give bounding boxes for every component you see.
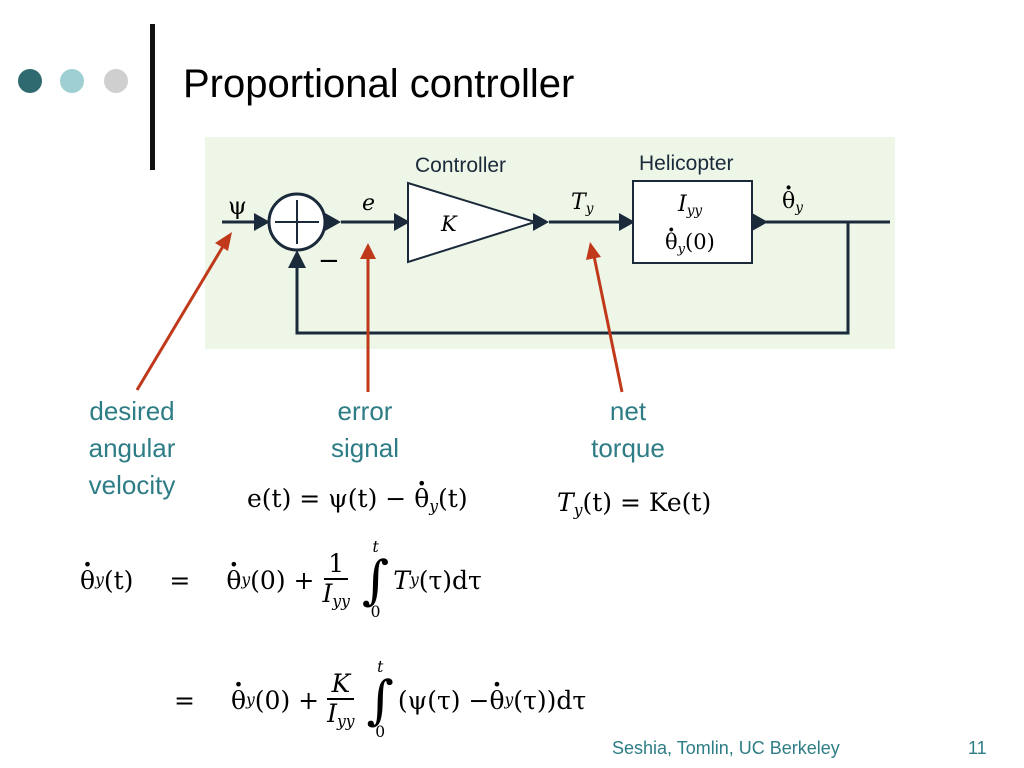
error-label-e: e [362, 191, 376, 216]
controller-block [407, 181, 539, 264]
plant-out-arrowhead [752, 213, 768, 231]
torque-arrowhead [586, 242, 601, 260]
sum-out-arrowhead [325, 213, 341, 231]
plant-initial-condition: θy(0) [665, 230, 715, 257]
controller-gain-k: K [441, 212, 457, 236]
controller-in-arrowhead [394, 213, 410, 231]
decor-dot-light [60, 69, 84, 93]
feedback-path [295, 222, 850, 335]
error-arrowhead [360, 243, 376, 259]
controller-label: Controller [415, 154, 507, 177]
diagram-background [205, 137, 895, 349]
desired-arrowhead [215, 232, 232, 251]
annotation-error-signal: error signal [331, 396, 399, 463]
feedback-arrowhead [288, 250, 306, 268]
torque-arrow-shaft [592, 255, 624, 393]
desired-arrow-shaft [135, 242, 227, 391]
torque-label: Ty [571, 190, 594, 218]
torque-equation: Ty(t) = Ke(t) [557, 488, 712, 520]
page-number: 11 [968, 738, 987, 758]
input-arrowhead [254, 213, 270, 231]
title-divider [150, 24, 155, 170]
footer-credit: Seshia, Tomlin, UC Berkeley [612, 738, 840, 758]
annotation-desired-angular-velocity: desired angular velocity [88, 396, 176, 500]
plant-in-arrowhead [619, 213, 635, 231]
block-diagram [135, 137, 895, 393]
controller-out-arrowhead [533, 213, 549, 231]
minus-sign: − [318, 246, 340, 276]
decor-dot-dark [18, 69, 42, 93]
plant-inertia: Iyy [678, 192, 703, 220]
input-label-psi: ψ [228, 192, 247, 220]
plant-block [632, 180, 753, 264]
annotation-net-torque: net torque [591, 396, 665, 463]
slide-title: Proportional controller [183, 62, 575, 106]
plant-label: Helicopter [639, 152, 734, 175]
error-equation: e(t) = ψ(t) − θy(t) [247, 484, 468, 516]
output-label-theta-dot: θy [782, 189, 803, 216]
decor-dot-grey [104, 69, 128, 93]
